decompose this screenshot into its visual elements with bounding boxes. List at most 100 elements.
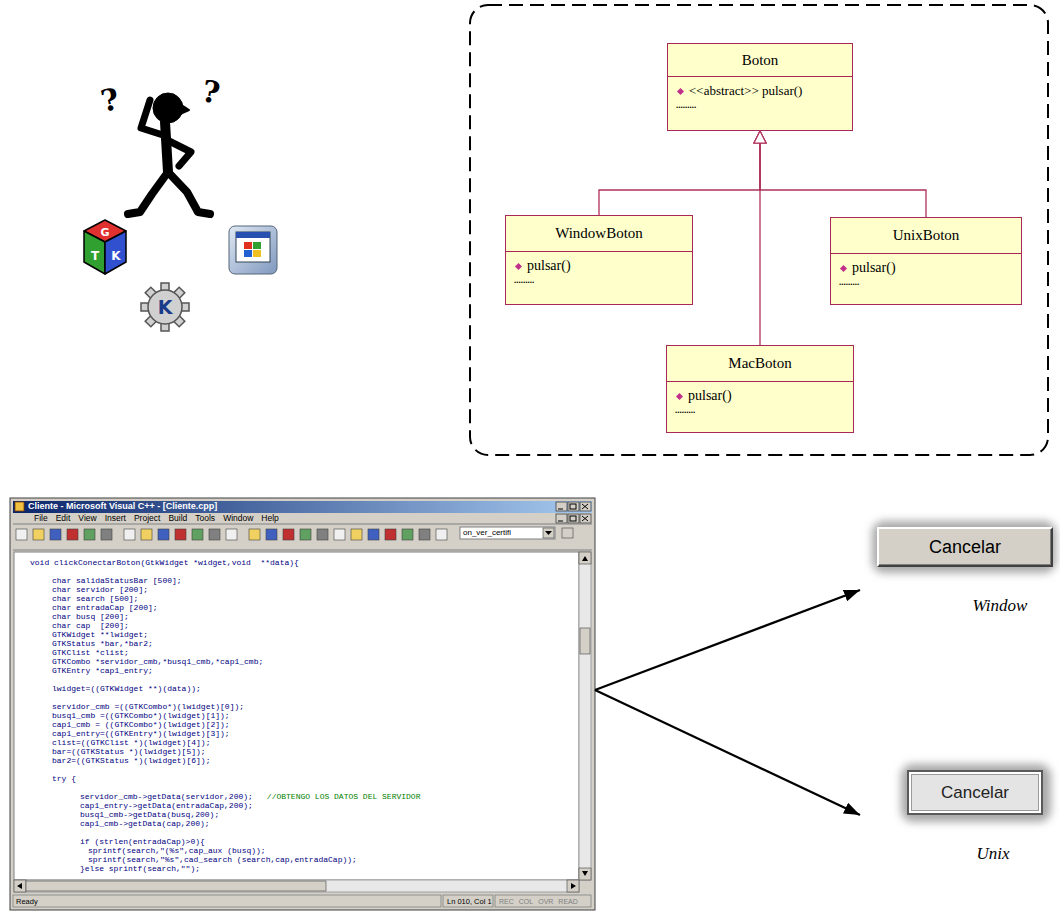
code-line: char search [500];: [52, 594, 138, 603]
member-ellipsis: .........: [839, 277, 1011, 287]
class-name-compartment: UnixBoton: [831, 218, 1021, 254]
toolbar-icons: [101, 529, 112, 540]
ide-window-chrome: [582, 556, 588, 876]
code-line: GTKStatus *bar,*bar2;: [52, 639, 153, 648]
windows-icon: [244, 250, 252, 257]
ide-window-chrome: [13, 895, 441, 907]
ide-window-chrome: [13, 894, 592, 908]
ide-window-chrome: [15, 502, 24, 511]
code-line: char servidor [200];: [52, 585, 148, 594]
toolbar-icons: [317, 529, 328, 540]
code-line: bar2=((GTKStatus *)(lwidget)[6]);: [52, 756, 210, 765]
code-line: char cap [200];: [52, 621, 129, 630]
unix-button-example: CancelarUnix: [860, 760, 1055, 865]
operation-icon: [515, 262, 522, 269]
ide-window-chrome: [543, 528, 554, 538]
inheritance-connector: [599, 131, 760, 215]
class-name: WindowBoton: [555, 225, 643, 242]
cancel-button-windows: Cancelar: [877, 527, 1053, 567]
ide-window-chrome: [13, 895, 591, 907]
toolbar-icons: [385, 529, 396, 540]
code-line: busq1_cmb =((GTKCombo*)(lwidget)[1]);: [52, 711, 230, 720]
ide-window-chrome: [10, 498, 595, 910]
ide-window-chrome: [460, 527, 555, 539]
uml-class-box: Boton<<abstract>> pulsar().........: [667, 43, 853, 131]
ide-window-chrome: [568, 514, 579, 523]
operation-icon: [840, 264, 847, 271]
toolbar-icons: [141, 529, 152, 540]
status-indicator: OVR: [538, 897, 553, 906]
confused-figure: [168, 172, 210, 214]
operation-row: pulsar(): [675, 388, 843, 404]
ide-window-chrome: [562, 528, 573, 538]
ide-window-chrome: [556, 514, 567, 523]
gtk-cube-icon: [84, 220, 126, 274]
code-line: if (strlen(entradaCap)>0){: [80, 837, 205, 846]
windows-button-example: CancelarWindow: [860, 520, 1055, 615]
code-line: servidor_cmb->getData(servidor,200);: [80, 792, 253, 801]
ide-window-chrome: [582, 504, 588, 521]
toolbar-icons: [334, 529, 345, 540]
ide-window-chrome: [556, 502, 591, 523]
ide-window-chrome: [556, 502, 567, 511]
toolbar-icons: [300, 529, 311, 540]
ide-window-chrome: [13, 524, 592, 525]
windows-icon: [244, 242, 252, 249]
code-line: lwidget=((GTKWidget **)(data));: [52, 684, 201, 693]
toolbar-icons: [16, 529, 447, 540]
operations-compartment: <<abstract>> pulsar().........: [668, 77, 852, 116]
ide-window-chrome: [558, 509, 563, 521]
gtk-letter: T: [91, 249, 99, 263]
operation-icon: [677, 87, 684, 94]
ide-window-chrome: [579, 552, 591, 880]
toolbar-icons: [402, 529, 413, 540]
button-shadow: [901, 764, 1051, 822]
code-line: GTKClist *clist;: [52, 648, 129, 657]
ide-window-chrome: [558, 504, 588, 521]
operations-compartment: pulsar().........: [831, 254, 1021, 293]
ide-window-chrome: [443, 895, 493, 907]
inheritance-connector: [760, 131, 926, 217]
operation-row: pulsar(): [839, 260, 1011, 276]
toolbar-icons: [368, 529, 379, 540]
ide-window-chrome: [13, 550, 592, 551]
windows-icon: [236, 232, 270, 262]
code-line: cap1_entry->getData(entradaCap,200);: [80, 801, 253, 810]
toolbar-icons: [192, 529, 203, 540]
status-indicator: READ: [558, 897, 577, 906]
confused-figure: [180, 104, 189, 114]
ide-window-chrome: [568, 502, 579, 511]
gtk-letter: G: [100, 226, 109, 239]
toolbar-icons: [158, 529, 169, 540]
toolbar-combo-text: on_ver_certifi: [463, 528, 511, 538]
status-text: Ready: [16, 897, 38, 906]
toolbar-icons: [175, 529, 186, 540]
code-line: cap1_cmb = ((GTKCombo*)(lwidget)[2]);: [52, 720, 230, 729]
class-name-compartment: WindowBoton: [506, 216, 692, 252]
button-label: Cancelar: [941, 783, 1009, 803]
windows-icon: [229, 226, 277, 274]
confused-figure: [141, 100, 166, 136]
toolbar-icons: [124, 529, 135, 540]
operation-name: pulsar(): [527, 258, 571, 274]
toolbar-icons: [351, 529, 362, 540]
operation-name: pulsar(): [688, 388, 732, 404]
code-line: bar=((GTKStatus *)(lwidget)[5]);: [52, 747, 206, 756]
code-line: sprintf(search,"%s",cad_search (search,c…: [88, 855, 357, 864]
question-mark: ?: [98, 81, 122, 119]
menu-item: Project: [134, 514, 160, 523]
menu-item: Help: [261, 514, 278, 523]
code-line: clist=((GTKClist *)(lwidget)[4]);: [52, 738, 210, 747]
confused-figure: [128, 93, 210, 214]
code-line: GTKWidget **lwidget;: [52, 630, 148, 639]
windows-icon: [253, 250, 261, 257]
arrow-connector: [595, 690, 860, 815]
operations-compartment: pulsar().........: [667, 382, 853, 421]
ide-window-chrome: [580, 628, 590, 654]
toolbar-icons: [67, 529, 78, 540]
platform-caption: Window: [973, 596, 1028, 616]
uml-class-box: WindowBotonpulsar().........: [505, 215, 693, 305]
toolbar-icons: [84, 529, 95, 540]
